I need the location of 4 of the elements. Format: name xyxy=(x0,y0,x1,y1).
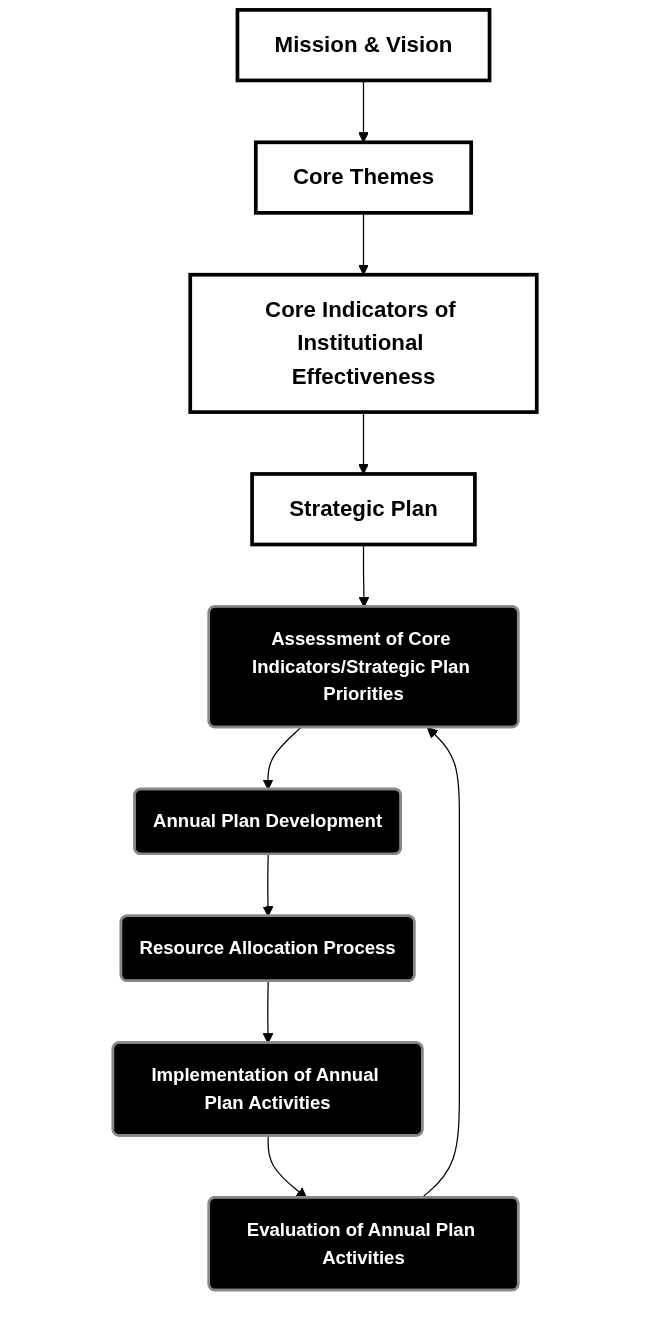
node-box: Core Themes xyxy=(254,140,474,215)
node-box: Strategic Plan xyxy=(250,472,477,547)
node-box: Core Indicators of Institutional Effectiveness xyxy=(188,272,539,414)
node-box: Mission & Vision xyxy=(235,8,492,83)
